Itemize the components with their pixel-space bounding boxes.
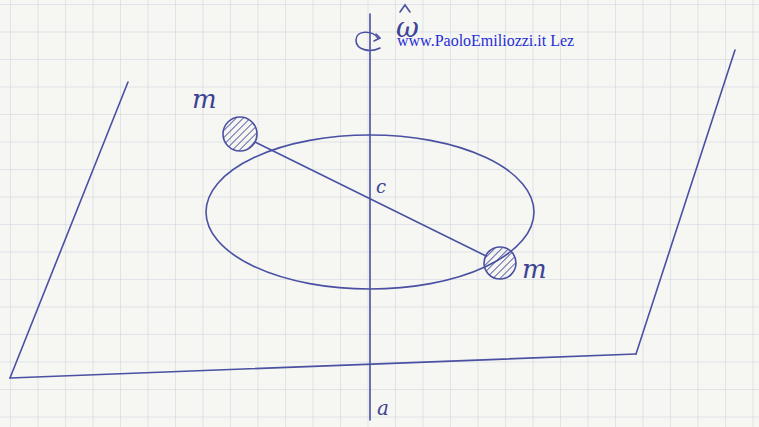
rotation-axis — [369, 14, 371, 420]
axis-label: a — [377, 398, 389, 418]
plane-edge — [10, 82, 128, 378]
rod — [255, 142, 486, 256]
arrow-head — [374, 34, 380, 41]
center-label: c — [376, 178, 386, 196]
mass-ball — [223, 117, 257, 151]
plane-edge — [636, 50, 735, 354]
plane-edge — [10, 354, 636, 378]
mass-label: m — [192, 86, 217, 112]
orbit-ellipse — [206, 135, 534, 289]
rotation-arrow — [356, 32, 380, 50]
mass-ball — [484, 247, 516, 279]
watermark: www.PaoloEmiliozzi.it Lez — [397, 33, 574, 49]
mass-label: m — [522, 256, 547, 282]
hat-symbol — [400, 5, 410, 12]
